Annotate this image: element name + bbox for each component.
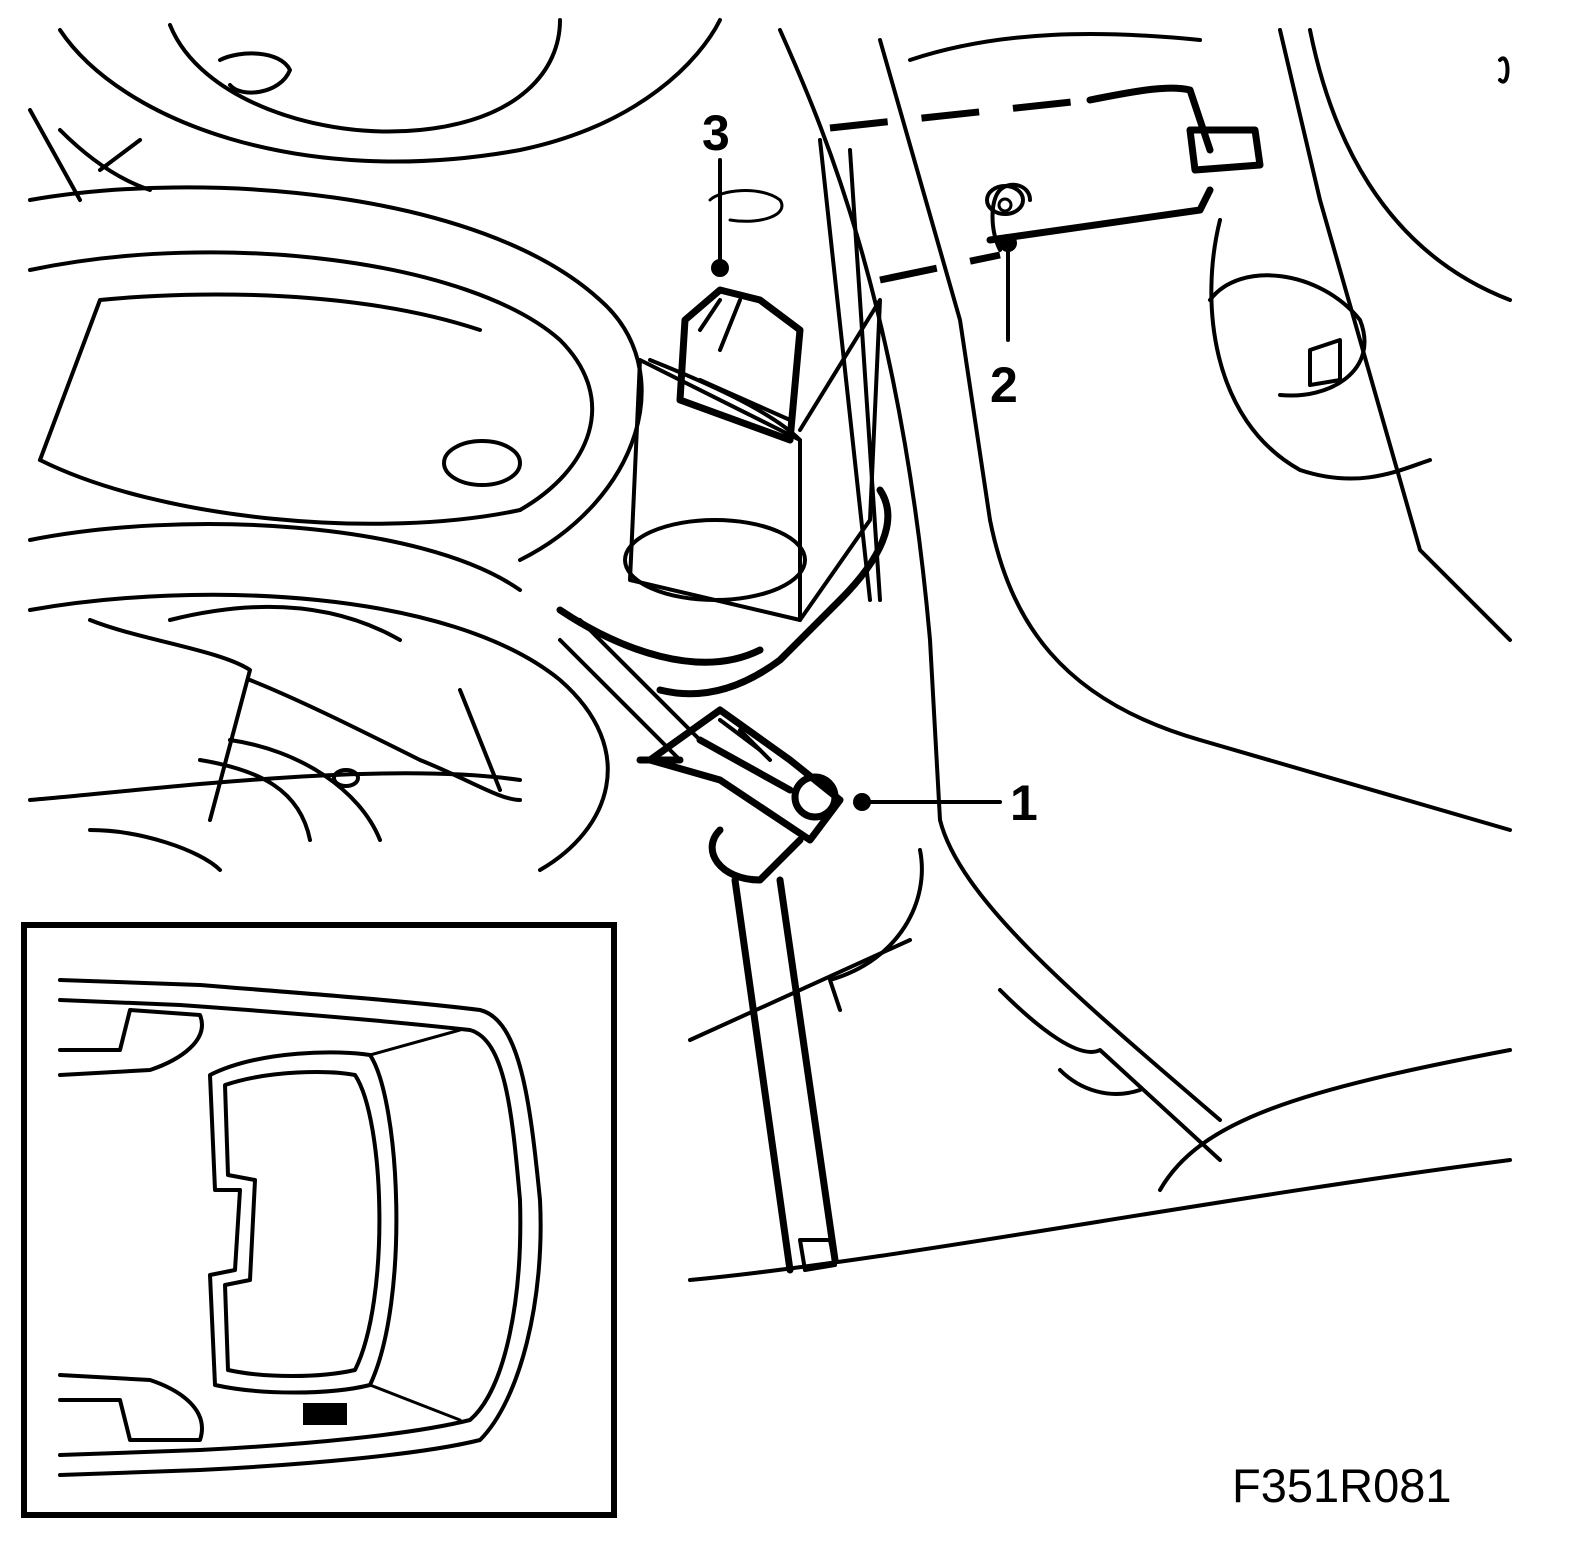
coil-spring (28, 18, 722, 872)
callout-3-dot (711, 259, 729, 277)
callout-3-label: 3 (702, 105, 730, 161)
figure-code: F351R081 (1232, 1459, 1452, 1512)
body-panel (688, 28, 1512, 1282)
height-sensor (676, 189, 804, 444)
sensor-location-marker (303, 1403, 347, 1425)
callout-2-dot (999, 234, 1017, 252)
control-arm (38, 51, 522, 872)
shock-absorber (556, 138, 892, 762)
callout-leaders (711, 158, 1017, 811)
callout-1-label: 1 (1010, 775, 1038, 831)
callout-1-dot (853, 793, 871, 811)
callout-2-label: 2 (990, 357, 1018, 413)
vehicle-location-inset (21, 922, 617, 1518)
sensor-link-rod (636, 706, 844, 1274)
